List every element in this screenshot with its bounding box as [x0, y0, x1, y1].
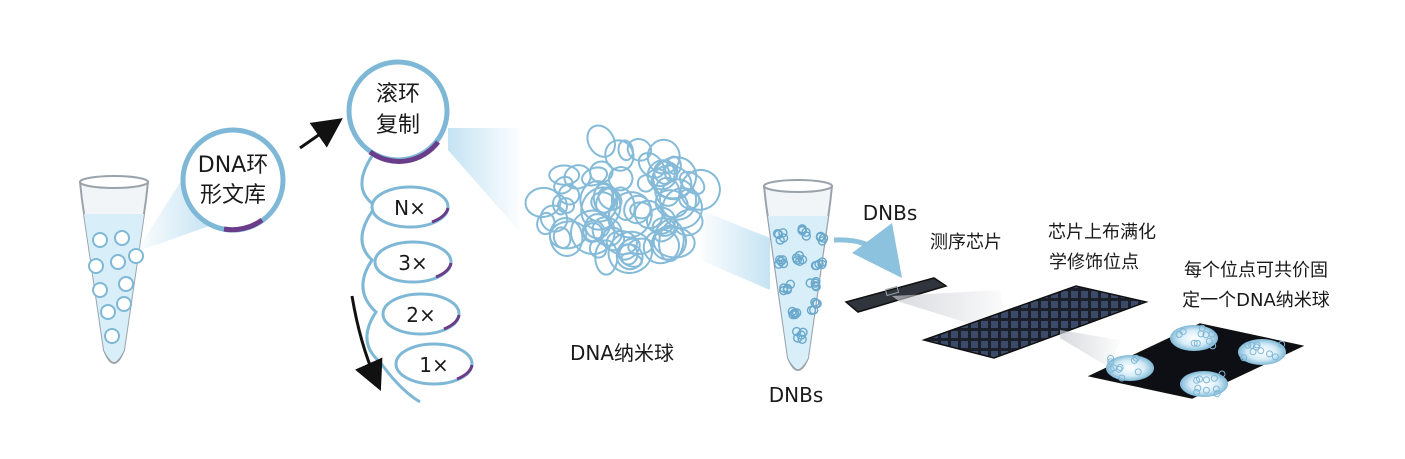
- nanoball-label: DNA纳米球: [570, 341, 674, 365]
- dnbs-in-tube: [772, 224, 829, 344]
- zoom-beam-2: [448, 128, 520, 232]
- zoom-beam-3: [700, 210, 770, 290]
- loop-n: N×: [370, 185, 450, 229]
- dnb-tube: DNBs: [762, 179, 834, 407]
- bound-dnb: [1170, 324, 1218, 351]
- zoom-beam-5: [1060, 330, 1120, 368]
- nanoball-coil: [636, 174, 655, 193]
- bound-dnb: [1238, 339, 1286, 365]
- loop-3: 3×: [373, 240, 453, 284]
- dnbs-arrow-label: DNBs: [863, 201, 918, 225]
- sample-tube: [78, 175, 150, 364]
- nanoball-coil: [581, 219, 606, 243]
- chip-label: 测序芯片: [930, 232, 1002, 253]
- nanoball-coil: [584, 213, 611, 240]
- chip-sites-line2: 学修饰位点: [1049, 252, 1139, 273]
- dnb-in-tube: [797, 224, 811, 241]
- dna-nanoball: DNA纳米球: [524, 124, 721, 365]
- nanoball-coil: [650, 224, 688, 261]
- nanoball-coil: [563, 164, 592, 190]
- dna-circular-library: DNA环 形文库: [180, 127, 286, 233]
- nanoball-coil: [552, 226, 572, 250]
- rolling-circle-replication: 滚环 复制 N× 3× 2× 1×: [346, 59, 474, 404]
- nanoball-coil: [651, 217, 676, 237]
- nanoball-coil: [592, 182, 615, 214]
- loop-n-label: N×: [394, 196, 426, 220]
- nanoball-coil: [653, 217, 679, 243]
- bound-dnb: [1106, 354, 1154, 382]
- nanoball-coil: [605, 230, 638, 256]
- nanoball-coil: [607, 230, 654, 274]
- dnb-in-tube: [792, 326, 808, 344]
- arrow-to-rca: [299, 118, 343, 150]
- nanoball-coil: [663, 162, 679, 183]
- dnb-in-tube: [787, 306, 802, 320]
- nanoball-coil: [548, 164, 581, 186]
- nanoball-coil: [637, 152, 665, 179]
- nanoball-coil: [586, 124, 616, 158]
- dna-circles-in-tube: [88, 230, 144, 344]
- bound-dnb: [1180, 370, 1228, 398]
- nanoball-coil: [634, 199, 664, 230]
- nanoball-coil: [591, 216, 623, 247]
- dnb-in-tube: [815, 231, 829, 246]
- loop-2-label: 2×: [406, 303, 435, 327]
- dnb-in-tube: [806, 297, 822, 315]
- loop-2: 2×: [381, 292, 461, 336]
- direction-arrow: [350, 295, 383, 391]
- library-label-line2: 形文库: [200, 183, 266, 208]
- dnb-in-tube: [779, 279, 796, 296]
- dnb-in-tube: [772, 228, 789, 245]
- library-label-line1: DNA环: [198, 153, 268, 178]
- loop-1: 1×: [394, 342, 474, 386]
- dnb-in-tube: [805, 276, 821, 292]
- nanoball-coil: [604, 139, 635, 172]
- sequencing-chip: 测序芯片: [844, 232, 1002, 313]
- nanoball-coil: [557, 183, 581, 206]
- nanoball-coil: [646, 138, 681, 175]
- nanoball-coil: [581, 166, 608, 187]
- nanoball-coil: [553, 175, 574, 195]
- bound-dnb-patch: 每个位点可共价固 定一个DNA纳米球: [1087, 260, 1330, 399]
- nanoball-coil: [678, 188, 701, 210]
- dnb-in-tube: [810, 257, 827, 271]
- chip-site-grid: 芯片上布满化 学修饰位点: [921, 222, 1156, 359]
- dnb-in-tube: [774, 255, 789, 269]
- nanoball-coil: [679, 168, 721, 211]
- nanoball-coil: [678, 170, 706, 195]
- rca-label-line1: 滚环: [376, 82, 420, 107]
- binding-line1: 每个位点可共价固: [1184, 260, 1328, 281]
- dnbs-tube-label: DNBs: [769, 383, 824, 407]
- loop-3-label: 3×: [398, 251, 427, 275]
- loading-arrow: [833, 222, 903, 278]
- rca-label-line2: 复制: [376, 113, 420, 138]
- nanoball-coil: [549, 217, 584, 257]
- dnb-in-tube: [791, 250, 808, 266]
- nanoball-coil: [654, 176, 681, 207]
- binding-line2: 定一个DNA纳米球: [1182, 290, 1330, 311]
- nanoball-coil: [645, 206, 677, 235]
- nanoball-coil: [658, 220, 685, 263]
- nanoball-coil: [556, 197, 576, 214]
- loop-1-label: 1×: [419, 353, 448, 377]
- chip-sites-line1: 芯片上布满化: [1048, 222, 1156, 243]
- nanoball-coil: [601, 226, 626, 252]
- nanoball-coil: [588, 239, 608, 259]
